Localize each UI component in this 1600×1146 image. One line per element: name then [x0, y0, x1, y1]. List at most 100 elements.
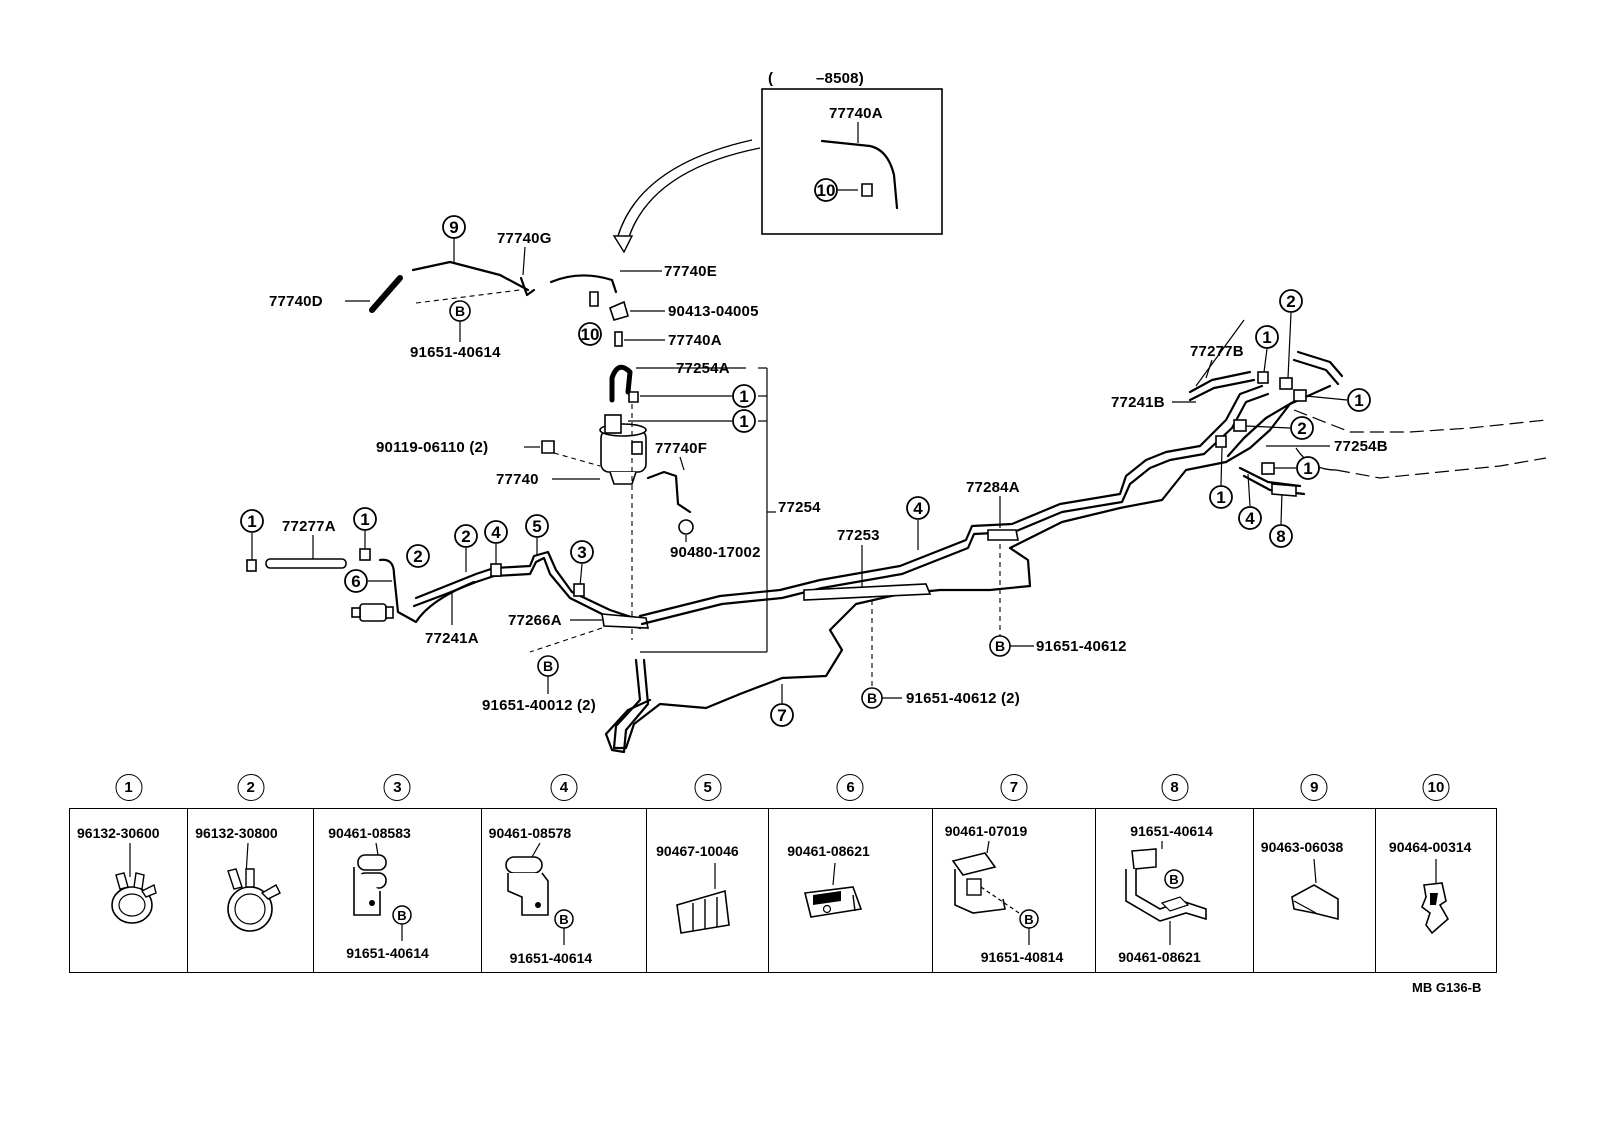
heat-shield-77253	[803, 583, 932, 601]
legend-num-6: 6	[836, 774, 864, 801]
legend-num-10: 10	[1422, 774, 1450, 801]
svg-text:B: B	[995, 638, 1005, 654]
callout-1-h	[1209, 485, 1233, 509]
svg-text:2: 2	[1286, 292, 1295, 311]
svg-text:7: 7	[777, 706, 786, 725]
svg-text:B: B	[1024, 912, 1033, 927]
callout-5	[525, 514, 549, 538]
callout-10-circle	[578, 322, 602, 346]
legend-cell-7: 7 90461-07019 91651-40814 B	[933, 774, 1097, 972]
inset-box	[761, 88, 943, 235]
svg-text:1: 1	[739, 412, 748, 431]
legend-cell-9: 9 90463-06038	[1254, 774, 1376, 972]
svg-text:2: 2	[413, 547, 422, 566]
charcoal-canister	[599, 364, 647, 485]
legend-cell-5: 5 90467-10046	[647, 774, 770, 972]
legend-sub-8: 90461-08621	[1118, 949, 1201, 965]
label-77284A: 77284A	[966, 479, 1020, 496]
bracket-77266A	[601, 613, 649, 629]
callout-6	[344, 569, 368, 593]
svg-text:B: B	[543, 658, 553, 674]
callout-7	[770, 703, 794, 727]
label-77254: 77254	[778, 499, 821, 516]
label-90413-04005: 90413-04005	[668, 303, 759, 320]
label-77740E: 77740E	[664, 263, 717, 280]
label-77740D: 77740D	[269, 293, 323, 310]
callout-1-a	[732, 384, 756, 408]
svg-text:4: 4	[1245, 509, 1255, 528]
callout-1-f	[1347, 388, 1371, 412]
svg-text:5: 5	[532, 517, 541, 536]
inset-clip	[861, 183, 873, 197]
svg-text:1: 1	[1216, 488, 1225, 507]
legend-cell-3: 3 90461-08583 91651-40614 B	[314, 774, 482, 972]
inset-callout-num: 10	[817, 181, 836, 200]
clamp-icon-1	[111, 843, 157, 924]
inset-range-label: –8508)	[816, 70, 864, 87]
label-77241A: 77241A	[425, 630, 479, 647]
svg-text:1: 1	[1303, 459, 1312, 478]
label-90119-06110: 90119-06110 (2)	[376, 439, 488, 456]
inset-part-label: 77740A	[829, 105, 883, 122]
callout-4-c	[1238, 506, 1262, 530]
diagram-code: MB G136-B	[1412, 980, 1482, 995]
clip-icon-4: B	[504, 842, 574, 945]
clamp-icon-2	[227, 842, 282, 932]
legend-num-1: 1	[115, 774, 143, 801]
legend-cell-1: 1 96132-30600	[70, 774, 189, 972]
callout-1-g	[1296, 456, 1320, 480]
clip-icon-10	[1420, 859, 1449, 935]
bolt-marker-1-text: B	[455, 303, 465, 319]
inset-arrow	[627, 147, 761, 241]
fuel-filter	[359, 603, 387, 622]
legend-part-8: 91651-40614	[1130, 823, 1213, 839]
callout-1-b	[732, 409, 756, 433]
bracket-77284A	[987, 529, 1019, 541]
legend-num-4: 4	[550, 774, 578, 801]
legend-part-2: 96132-30800	[195, 825, 278, 841]
label-77740A: 77740A	[668, 332, 722, 349]
legend-sub-7: 91651-40814	[980, 949, 1064, 965]
legend-num-3: 3	[383, 774, 411, 801]
inset-hose	[820, 139, 899, 210]
legend-num-8: 8	[1161, 774, 1188, 801]
label-91651-40612-2: 91651-40612 (2)	[906, 690, 1020, 707]
callout-1-d	[353, 507, 377, 531]
callout-2-a	[406, 544, 430, 568]
svg-text:6: 6	[351, 572, 360, 591]
legend-table: 1 96132-30600 2 96132-30800 3 90461-0858…	[69, 774, 1497, 973]
legend-cell-8: 8 91651-40614 90461-08621 B	[1096, 774, 1254, 972]
clamp-90413	[609, 300, 629, 321]
svg-text:1: 1	[1354, 391, 1363, 410]
label-91651-40614-top: 91651-40614	[410, 344, 501, 361]
clip-icon-8: B	[1125, 841, 1208, 945]
legend-cell-4: 4 90461-08578 91651-40614 B	[482, 774, 648, 972]
hose-77277A	[265, 558, 347, 569]
svg-text:B: B	[398, 908, 407, 923]
svg-text:B: B	[559, 912, 568, 927]
svg-text:1: 1	[360, 510, 369, 529]
legend-part-4: 90461-08578	[488, 825, 572, 841]
label-77740: 77740	[496, 471, 539, 488]
label-91651-40612: 91651-40612	[1036, 638, 1127, 655]
svg-text:B: B	[1170, 872, 1179, 887]
svg-text:4: 4	[913, 499, 923, 518]
diagram-svg: ( –8508) 77740A 10 77740D 9 77740G 77740…	[240, 70, 1547, 754]
callout-9-num: 9	[449, 218, 458, 237]
clip-icon-9	[1290, 858, 1339, 921]
callout-2-d	[1290, 416, 1314, 440]
legend-num-7: 7	[1000, 774, 1028, 801]
callout-4-b	[906, 496, 930, 520]
legend-part-9: 90463-06038	[1260, 839, 1344, 855]
label-77254B: 77254B	[1334, 438, 1388, 455]
svg-text:2: 2	[1297, 419, 1306, 438]
legend-num-5: 5	[694, 774, 722, 801]
label-77740G: 77740G	[497, 230, 552, 247]
callout-2-b	[454, 524, 478, 548]
legend-sub-3: 91651-40614	[346, 945, 429, 961]
svg-text:B: B	[867, 690, 877, 706]
label-91651-40012: 91651-40012 (2)	[482, 697, 596, 714]
clip-icon-5	[676, 863, 731, 934]
label-77241B: 77241B	[1111, 394, 1165, 411]
